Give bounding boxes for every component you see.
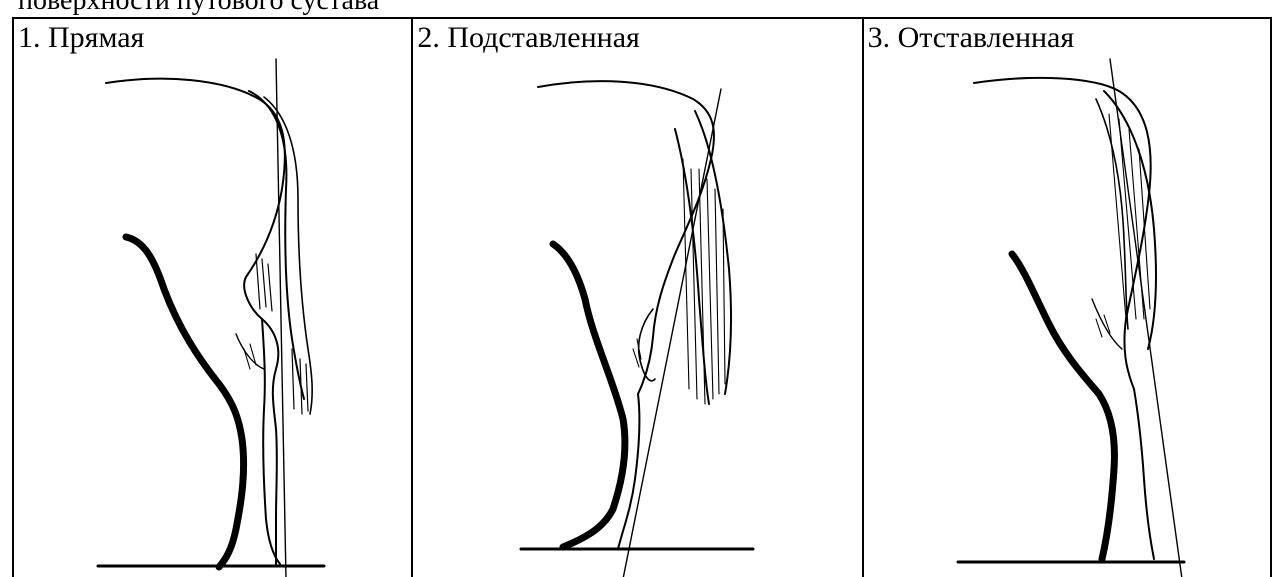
panel-straight: 1. Прямая	[14, 19, 413, 577]
panel-under: 2. Подставленная	[413, 19, 863, 577]
comparison-table: 1. Прямая 2. Подставленная	[12, 17, 1272, 577]
under-hind-leg-illustration	[413, 19, 863, 577]
camped-out-hind-leg-illustration	[864, 19, 1272, 577]
caption-fragment: поверхности путового сустава	[18, 0, 379, 16]
panel-camped-out: 3. Отставленная	[864, 19, 1272, 577]
straight-hind-leg-illustration	[14, 19, 413, 577]
